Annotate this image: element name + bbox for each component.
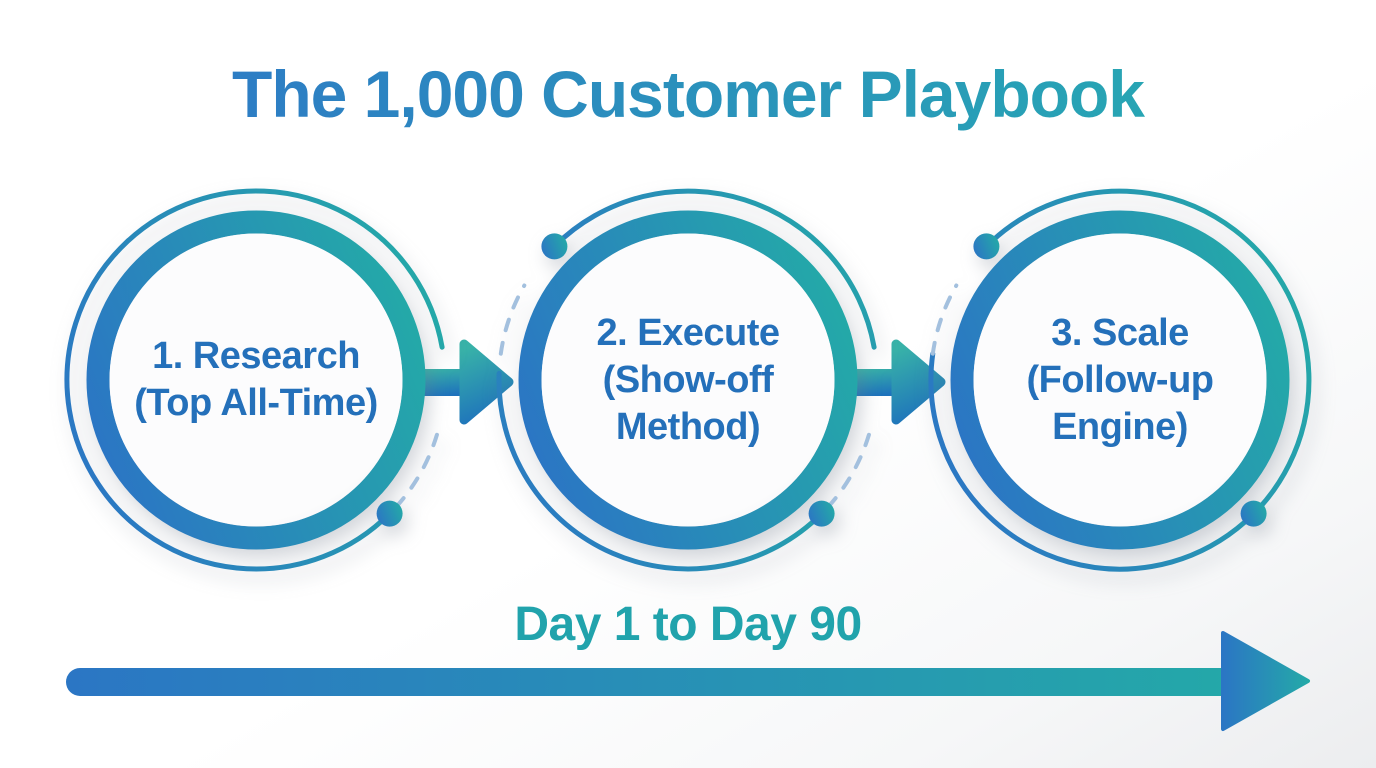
timeline-label: Day 1 to Day 90 [514,598,862,651]
step-line: (Follow-up [1026,358,1214,401]
step-line: 1. Research [152,335,360,377]
step-circle-scale: 3. Scale (Follow-up Engine) [920,180,1320,580]
orbit-dot-icon [973,233,1000,260]
timeline-arrow-right-icon [66,631,1310,731]
step-line: 2. Execute [596,311,781,354]
step-line: Engine) [1052,405,1188,448]
step-label-execute: 2. Execute (Show-off Method) [528,180,848,580]
orbit-dot-icon [1240,500,1267,527]
circle-graphic [64,188,445,572]
orbit-dot-icon [541,233,568,260]
step-line: 3. Scale [1051,311,1189,354]
step-line: (Show-off [602,358,774,401]
step-line: Method) [615,405,761,448]
circle-graphic [928,188,1312,572]
step-label-scale: 3. Scale (Follow-up Engine) [960,180,1280,580]
step-line: (Top All-Time) [134,382,378,424]
page-title: The 1,000 Customer Playbook [0,56,1376,132]
step-label-research: 1. Research (Top All-Time) [96,180,416,580]
circle-graphic [496,188,877,572]
orbit-dot-icon [376,500,403,527]
arrow-right-icon [410,339,514,425]
step-circle-research: 1. Research (Top All-Time) [56,180,456,580]
orbit-dot-icon [808,500,835,527]
step-circle-execute: 2. Execute (Show-off Method) [488,180,888,580]
